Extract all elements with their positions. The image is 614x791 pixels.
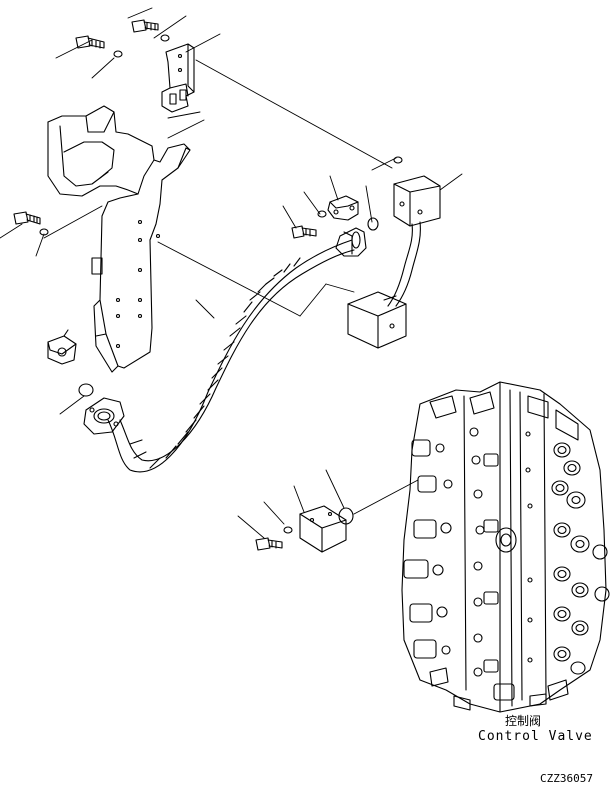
sensor-block-lower: [348, 292, 406, 348]
cover-plate: [300, 506, 346, 552]
control-valve-label-en: Control Valve: [478, 729, 593, 744]
bolt-top-1: [132, 20, 158, 32]
washer-cover: [284, 527, 292, 533]
o-ring-left: [79, 384, 93, 396]
valve-left-ports: [404, 440, 452, 686]
mounting-bracket-large: [48, 106, 190, 372]
figure-code: CZZ36057: [540, 772, 593, 785]
washer-top-1: [161, 35, 169, 41]
mounting-bracket-small: [162, 44, 194, 112]
bolt-top-2: [76, 36, 104, 48]
bolt-left: [14, 212, 40, 224]
washer-middle: [318, 211, 326, 217]
washer-top-2: [114, 51, 122, 57]
o-ring-upper: [394, 157, 402, 163]
valve-middle-fittings: [470, 428, 532, 676]
leader-lines: [0, 8, 462, 538]
control-valve-body: [402, 382, 609, 712]
valve-right-fittings: [548, 443, 609, 700]
bolt-middle: [292, 226, 316, 238]
o-ring-cover: [339, 508, 353, 524]
o-ring-middle: [368, 218, 378, 230]
sensor-block-upper: [394, 176, 440, 226]
hose-assembly: [84, 228, 366, 472]
sensor-cable: [388, 222, 420, 306]
control-valve-label-cn: 控制阀: [505, 714, 542, 728]
split-flange-left: [48, 330, 76, 364]
washer-left: [40, 229, 48, 235]
bolt-cover: [256, 538, 282, 550]
split-flange-middle: [328, 196, 358, 220]
